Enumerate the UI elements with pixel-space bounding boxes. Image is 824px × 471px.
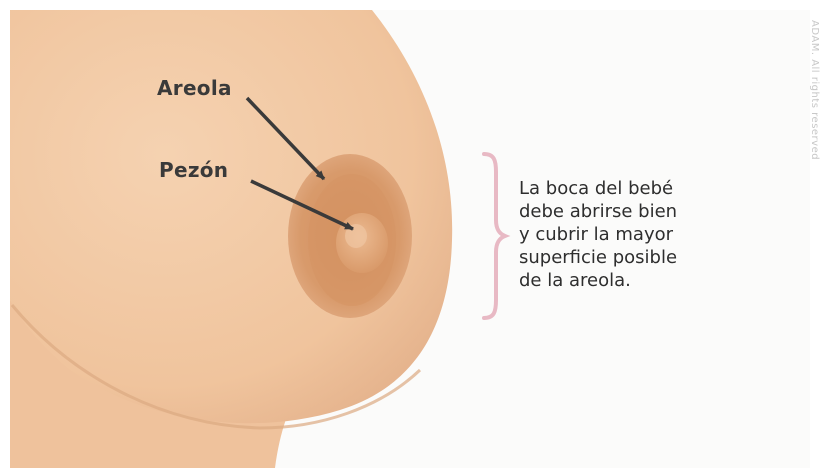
copyright-watermark: ADAM. All rights reserved bbox=[809, 20, 820, 160]
caption-line: superficie posible bbox=[519, 246, 759, 269]
pezon-label: Pezón bbox=[159, 158, 228, 182]
caption-line: La boca del bebé bbox=[519, 177, 759, 200]
areola-label: Areola bbox=[157, 76, 232, 100]
curly-bracket bbox=[484, 154, 505, 318]
caption-line: debe abrirse bien bbox=[519, 200, 759, 223]
caption-line: y cubrir la mayor bbox=[519, 223, 759, 246]
caption-line: de la areola. bbox=[519, 269, 759, 292]
caption-text: La boca del bebé debe abrirse bien y cub… bbox=[519, 177, 759, 292]
